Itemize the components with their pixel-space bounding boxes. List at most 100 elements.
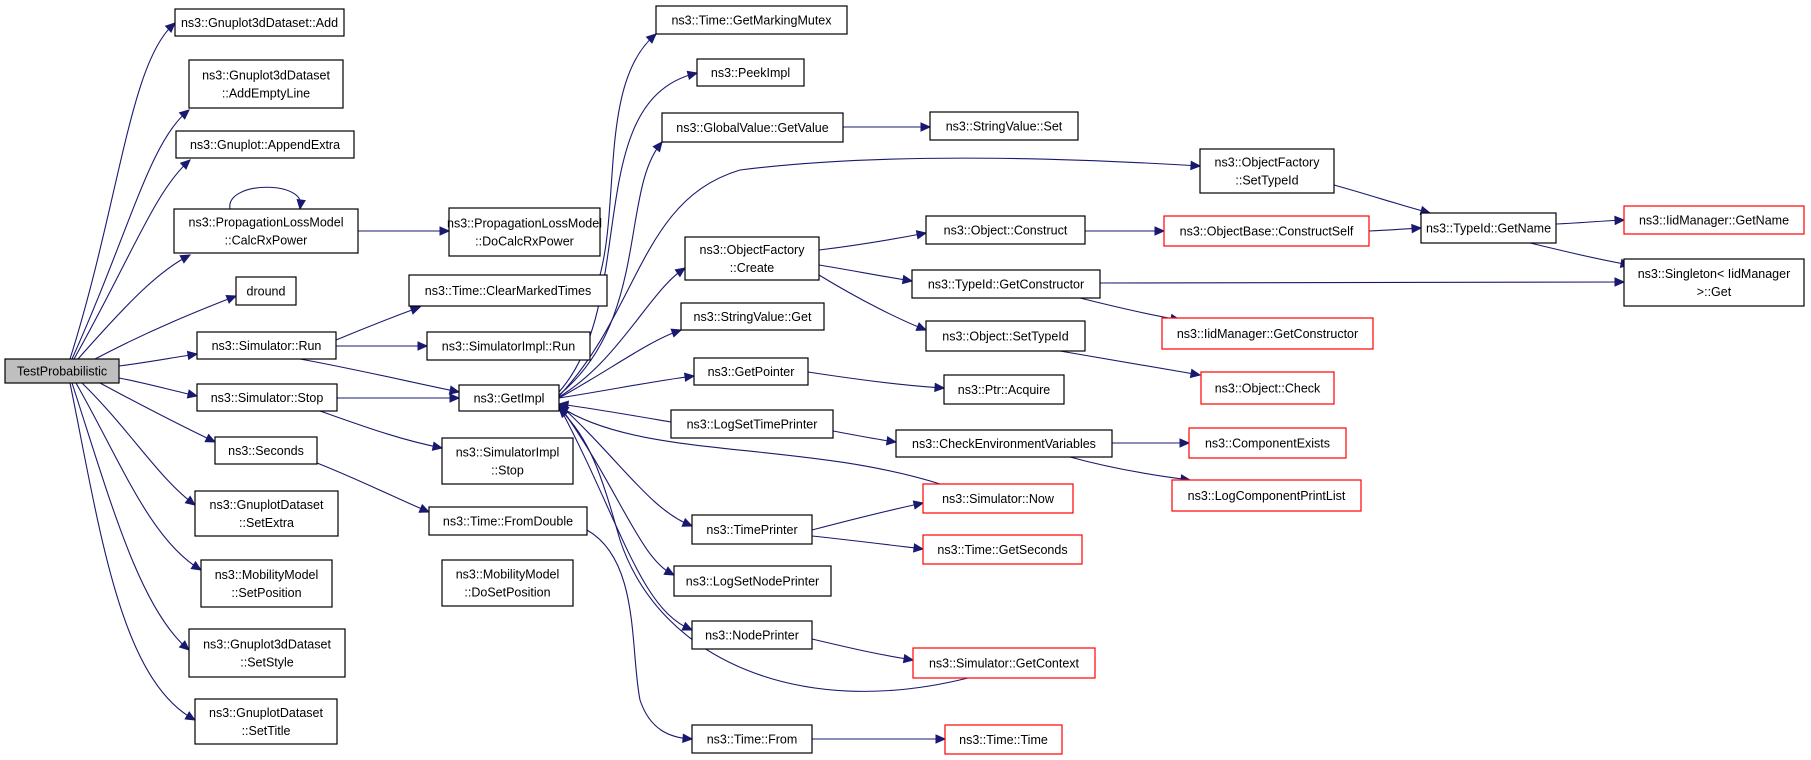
node-time-clear[interactable]: ns3::Time::ClearMarkedTimes xyxy=(408,274,608,307)
node-box xyxy=(943,374,1065,405)
node-box xyxy=(661,112,844,143)
node-sim-stop[interactable]: ns3::Simulator::Stop xyxy=(196,383,338,412)
arrowhead-icon xyxy=(915,322,928,331)
node-plm-docalc[interactable]: ns3::PropagationLossModel::DoCalcRxPower xyxy=(447,207,602,257)
node-typeid-getname[interactable]: ns3::TypeId::GetName xyxy=(1420,212,1557,244)
node-box xyxy=(691,724,813,754)
arrowhead-icon xyxy=(190,560,203,571)
node-of-settypeid[interactable]: ns3::ObjectFactory::SetTypeId xyxy=(1199,148,1335,194)
node-time-getseconds[interactable]: ns3::Time::GetSeconds xyxy=(922,534,1083,565)
node-obj-construct[interactable]: ns3::Object::Construct xyxy=(925,215,1086,245)
node-obj-settypeid[interactable]: ns3::Object::SetTypeId xyxy=(925,320,1086,352)
node-g3d-setstyle[interactable]: ns3::Gnuplot3dDataset::SetStyle xyxy=(188,628,346,678)
node-box xyxy=(929,111,1079,141)
node-obj-check[interactable]: ns3::Object::Check xyxy=(1200,371,1335,405)
node-box xyxy=(1171,479,1362,512)
call-edge-logsettime-to-getimpl xyxy=(558,403,672,423)
node-time-from[interactable]: ns3::Time::From xyxy=(691,724,813,754)
call-edge-getimpl-to-sv_get xyxy=(558,329,682,399)
node-nodeprinter[interactable]: ns3::NodePrinter xyxy=(691,620,813,650)
node-dround[interactable]: dround xyxy=(235,276,297,306)
arrowhead-icon xyxy=(184,495,196,506)
arrowhead-icon xyxy=(912,500,925,510)
node-label: ns3::LogComponentPrintList xyxy=(1188,489,1346,503)
node-label: ns3::CheckEnvironmentVariables xyxy=(912,437,1096,451)
call-edge-getimpl-to-timeprinter xyxy=(558,403,693,527)
call-edge-root-to-gds_setextra xyxy=(81,382,196,506)
arrowhead-icon xyxy=(186,389,199,399)
node-label: ns3::Ptr::Acquire xyxy=(958,383,1050,397)
node-ob-constructself[interactable]: ns3::ObjectBase::ConstructSelf xyxy=(1163,215,1370,247)
node-gp-append[interactable]: ns3::Gnuplot::AppendExtra xyxy=(175,130,355,159)
node-box xyxy=(194,698,338,745)
node-box xyxy=(214,436,318,465)
node-sv-set[interactable]: ns3::StringValue::Set xyxy=(929,111,1079,141)
node-sim-run[interactable]: ns3::Simulator::Run xyxy=(196,331,337,360)
node-of-create[interactable]: ns3::ObjectFactory::Create xyxy=(684,236,820,281)
arrowhead-icon xyxy=(682,733,694,744)
call-edge-getimpl-to-nodeprinter xyxy=(558,405,693,631)
node-sim-now[interactable]: ns3::Simulator::Now xyxy=(922,483,1074,514)
node-logsettime[interactable]: ns3::LogSetTimePrinter xyxy=(670,409,834,439)
node-getpointer[interactable]: ns3::GetPointer xyxy=(693,357,809,386)
node-g3d-add[interactable]: ns3::Gnuplot3dDataset::Add xyxy=(174,8,345,37)
call-edge-of_settypeid-to-typeid_getname xyxy=(1333,184,1431,214)
call-nodes: TestProbabilisticns3::Gnuplot3dDataset::… xyxy=(4,5,1805,755)
node-iid-getctor[interactable]: ns3::IidManager::GetConstructor xyxy=(1161,317,1374,350)
call-edges xyxy=(69,22,1632,744)
node-iid-getname[interactable]: ns3::IidManager::GetName xyxy=(1623,205,1805,235)
node-singleton-get[interactable]: ns3::Singleton< IidManager>::Get xyxy=(1623,258,1805,307)
node-ptr-acquire[interactable]: ns3::Ptr::Acquire xyxy=(943,374,1065,405)
node-seconds[interactable]: ns3::Seconds xyxy=(214,436,318,465)
node-simimpl-stop[interactable]: ns3::SimulatorImpl::Stop xyxy=(441,437,574,485)
node-typeid-getctor[interactable]: ns3::TypeId::GetConstructor xyxy=(911,269,1101,299)
node-box xyxy=(911,269,1101,299)
node-logcompprint[interactable]: ns3::LogComponentPrintList xyxy=(1171,479,1362,512)
node-label: ns3::Time::ClearMarkedTimes xyxy=(425,284,591,298)
arrowhead-icon xyxy=(1614,277,1626,287)
node-getimpl[interactable]: ns3::GetImpl xyxy=(458,384,560,412)
node-time-time[interactable]: ns3::Time::Time xyxy=(944,724,1063,755)
node-label: ns3::PropagationLossModel xyxy=(189,216,344,230)
node-time-mutex[interactable]: ns3::Time::GetMarkingMutex xyxy=(655,5,848,35)
node-checkenv[interactable]: ns3::CheckEnvironmentVariables xyxy=(895,429,1113,458)
node-label: ns3::ComponentExists xyxy=(1205,437,1330,451)
node-sim-getcontext[interactable]: ns3::Simulator::GetContext xyxy=(912,647,1096,679)
node-box xyxy=(696,58,805,87)
node-label: ns3::StringValue::Get xyxy=(694,310,812,324)
arrowhead-icon xyxy=(885,435,898,446)
node-logsetnode[interactable]: ns3::LogSetNodePrinter xyxy=(673,565,832,597)
node-gds-settitle[interactable]: ns3::GnuplotDataset::SetTitle xyxy=(194,698,338,745)
call-edge-root-to-gds_settitle xyxy=(69,382,196,721)
node-label: ns3::Simulator::GetContext xyxy=(929,657,1080,671)
node-box xyxy=(912,647,1096,679)
node-time-fromdouble[interactable]: ns3::Time::FromDouble xyxy=(428,506,588,536)
node-box xyxy=(4,358,120,384)
call-edge-sim_stop-to-simimpl_stop xyxy=(319,410,443,449)
node-mm-dosetpos[interactable]: ns3::MobilityModel::DoSetPosition xyxy=(441,559,574,607)
node-mm-setpos[interactable]: ns3::MobilityModel::SetPosition xyxy=(200,559,333,608)
node-box xyxy=(200,559,333,608)
node-compexists[interactable]: ns3::ComponentExists xyxy=(1188,427,1347,459)
node-simimpl-run[interactable]: ns3::SimulatorImpl::Run xyxy=(426,331,591,361)
call-edge-root-to-seconds xyxy=(99,382,216,443)
node-plm-calc[interactable]: ns3::PropagationLossModel::CalcRxPower xyxy=(173,208,359,254)
node-root[interactable]: TestProbabilistic xyxy=(4,358,120,384)
node-box xyxy=(673,565,832,597)
node-sv-get[interactable]: ns3::StringValue::Get xyxy=(680,302,825,331)
node-box xyxy=(691,514,813,545)
node-label: ns3::Time::GetSeconds xyxy=(937,543,1067,557)
call-edge-of_create-to-obj_construct xyxy=(818,232,927,251)
arrowhead-icon xyxy=(178,109,190,120)
node-timeprinter[interactable]: ns3::TimePrinter xyxy=(691,514,813,545)
call-edge-getimpl-to-of_settypeid xyxy=(558,157,1201,397)
node-gv-getvalue[interactable]: ns3::GlobalValue::GetValue xyxy=(661,112,844,143)
node-gds-setextra[interactable]: ns3::GnuplotDataset::SetExtra xyxy=(194,490,339,537)
arrowhead-icon xyxy=(1614,215,1626,226)
node-peekimpl[interactable]: ns3::PeekImpl xyxy=(696,58,805,87)
node-box xyxy=(448,207,601,257)
node-label: ns3::MobilityModel xyxy=(456,568,560,582)
node-box xyxy=(925,320,1086,352)
node-g3d-addempty[interactable]: ns3::Gnuplot3dDataset::AddEmptyLine xyxy=(188,59,344,109)
